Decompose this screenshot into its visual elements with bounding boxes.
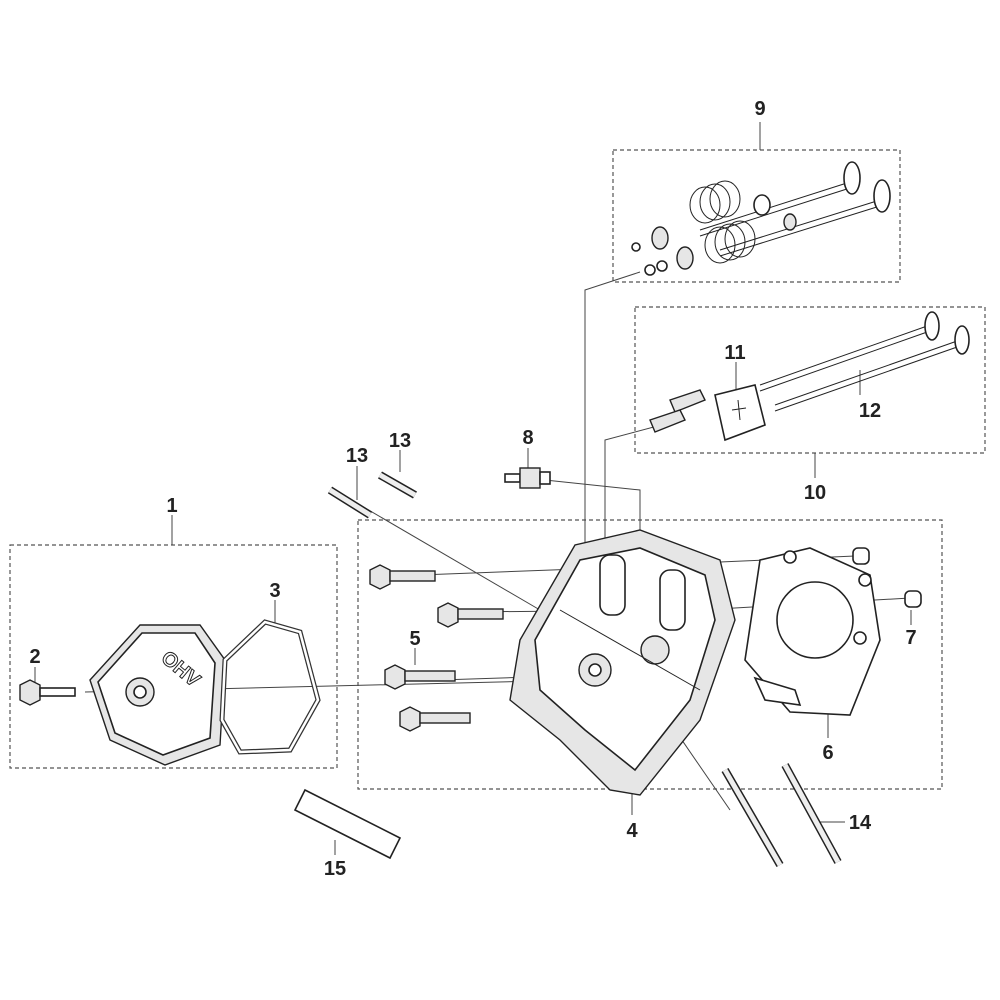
- guide-plate: [714, 384, 766, 442]
- callout-14: 14: [849, 812, 872, 834]
- sealant-strip: [293, 788, 402, 860]
- callout-4: 4: [626, 820, 638, 842]
- callout-9: 9: [754, 98, 765, 120]
- group-box-1: [9, 544, 338, 769]
- valve-assembly: [631, 161, 891, 276]
- valve-cover: OHV: [89, 624, 226, 766]
- head-gasket: [744, 547, 881, 716]
- group-box-9: [612, 149, 901, 283]
- callout-8: 8: [522, 427, 533, 449]
- callout-3: 3: [269, 580, 280, 602]
- callout-15: 15: [324, 858, 346, 880]
- callout-7: 7: [905, 627, 916, 649]
- callout-2: 2: [29, 646, 40, 668]
- callout-6: 6: [822, 742, 833, 764]
- dowel-pin: [852, 547, 870, 565]
- studs: [327, 471, 417, 519]
- long-studs: [721, 763, 842, 868]
- group-box-4: [357, 519, 943, 790]
- callout-10: 10: [804, 482, 826, 504]
- callout-13b: 13: [389, 430, 411, 452]
- callout-1: 1: [166, 495, 177, 517]
- dowel-pin: [904, 590, 922, 608]
- callout-labels: 1 2 3 4 5 6 7 8 9 10 11 12 13 13 14 15: [29, 98, 916, 880]
- spark-plug: [504, 467, 551, 489]
- rocker-assembly: [649, 311, 970, 442]
- cylinder-head: [509, 529, 736, 796]
- callout-13a: 13: [346, 445, 368, 467]
- group-box-10: [634, 306, 986, 454]
- callout-11: 11: [724, 342, 745, 364]
- callout-5: 5: [409, 628, 420, 650]
- head-bolts: [369, 564, 504, 732]
- callout-12: 12: [859, 400, 881, 422]
- cover-bolt: [19, 679, 76, 706]
